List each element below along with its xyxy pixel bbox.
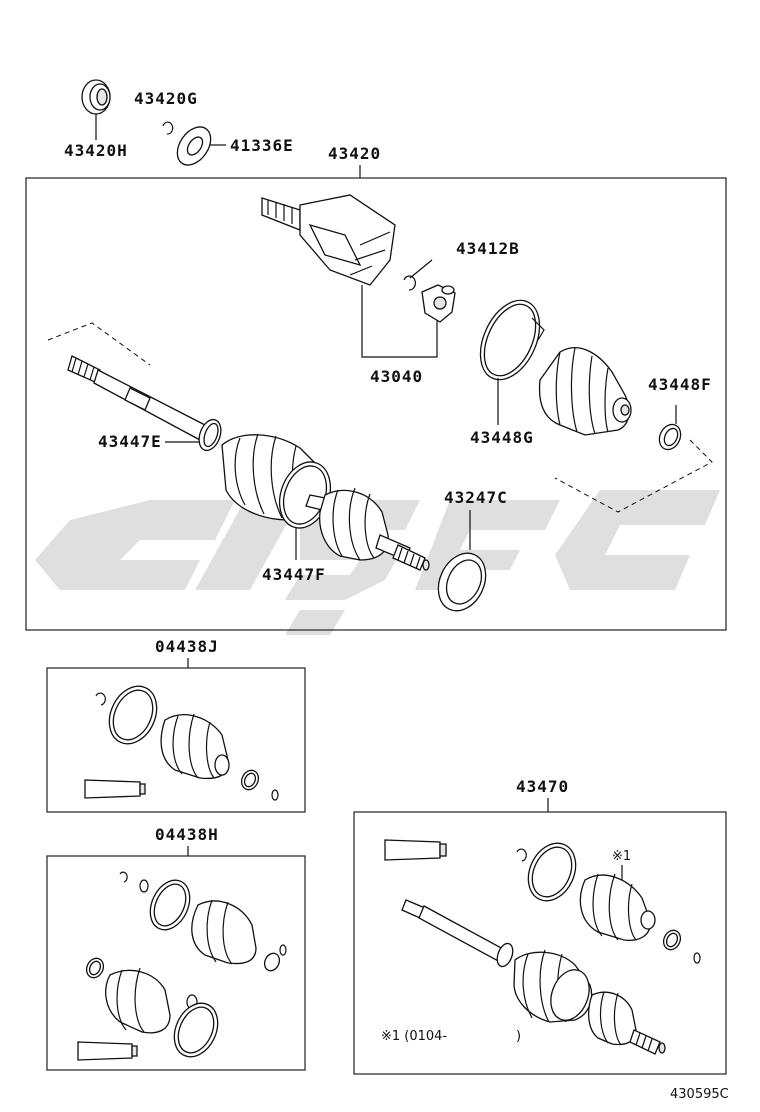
kit-04438h-parts[interactable] — [77, 871, 287, 1064]
part-41336e[interactable] — [170, 121, 226, 171]
part-outer-joint[interactable] — [305, 487, 430, 571]
part-outboard-joint[interactable] — [261, 194, 396, 286]
part-43447e-clamp[interactable] — [165, 417, 225, 454]
label-43412b: 43412B — [456, 239, 520, 258]
kit-04438j-parts[interactable] — [84, 679, 279, 801]
assembly-box-43420 — [25, 177, 727, 631]
kit-43470-parts[interactable] — [384, 836, 701, 1055]
mark-1: ※1 — [612, 849, 631, 864]
label-43420g: 43420G — [134, 89, 198, 108]
dashed-guide-right — [554, 439, 713, 513]
label-43247c: 43247C — [444, 488, 508, 507]
part-43448g-clamp[interactable] — [469, 291, 552, 425]
kit-box-04438h — [46, 855, 306, 1071]
label-43447f: 43447F — [262, 565, 326, 584]
label-43420h: 43420H — [64, 141, 128, 160]
part-drive-shaft[interactable] — [67, 355, 206, 441]
label-04438h: 04438H — [155, 825, 219, 844]
note-1: ※1 (0104- — [381, 1029, 447, 1044]
part-43420g[interactable] — [162, 121, 174, 135]
dashed-guide-left — [47, 322, 151, 366]
label-04438j: 04438J — [155, 637, 219, 656]
part-outboard-boot[interactable] — [538, 347, 632, 436]
part-43040-tripod[interactable] — [421, 284, 456, 323]
diagram-code: 430595C — [670, 1087, 729, 1102]
part-43448f-clamp[interactable] — [655, 405, 684, 453]
label-43447e: 43447E — [98, 432, 162, 451]
part-43247c-seal[interactable] — [429, 510, 494, 618]
part-43420h[interactable] — [81, 79, 111, 140]
label-43040: 43040 — [370, 367, 423, 386]
kit-box-43470 — [353, 811, 727, 1075]
kit-box-04438j — [46, 667, 306, 813]
label-43470: 43470 — [516, 777, 569, 796]
label-43448g: 43448G — [470, 428, 534, 447]
note-1-close: ) — [516, 1029, 521, 1044]
label-43448f: 43448F — [648, 375, 712, 394]
part-43412b[interactable] — [403, 259, 433, 291]
label-41336e: 41336E — [230, 136, 294, 155]
label-43420: 43420 — [328, 144, 381, 163]
